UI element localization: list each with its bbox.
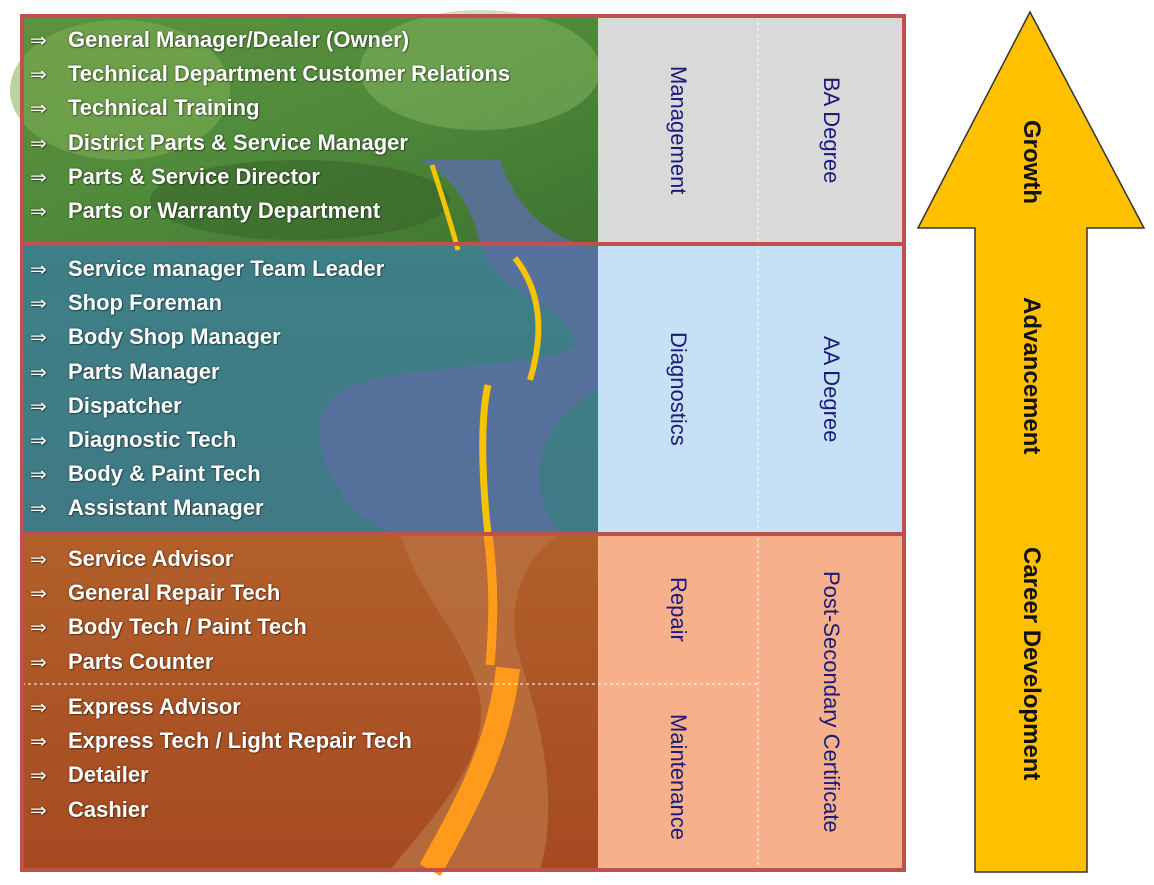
advancement-label: Advancement [1018,296,1045,454]
management-column-fill [598,16,904,244]
list-item: ⇒Cashier [30,795,149,825]
bullet-arrow-icon: ⇒ [30,549,47,571]
list-item: ⇒Express Advisor [30,692,241,722]
bullet-arrow-icon: ⇒ [30,167,47,189]
list-item: ⇒Technical Training [30,93,260,123]
list-item: ⇒General Repair Tech [30,578,280,608]
bullet-arrow-icon: ⇒ [30,259,47,281]
foliage-patch [10,20,230,160]
bullet-arrow-icon: ⇒ [30,765,47,787]
list-item: ⇒Dispatcher [30,391,182,421]
road-centerline [429,164,461,251]
bullet-arrow-icon: ⇒ [30,800,47,822]
repair-column-fill [598,534,904,870]
list-item: ⇒Body Shop Manager [30,322,281,352]
bullet-arrow-icon: ⇒ [30,201,47,223]
bullet-arrow-icon: ⇒ [30,293,47,315]
road-scenery [10,10,600,876]
aa-degree-label: AA Degree [819,335,844,443]
diagnostics-label: Diagnostics [666,332,691,446]
growth-arrow-labels: Growth Advancement Career Development [975,120,1087,780]
post-secondary-certificate-label: Post-Secondary Certificate [819,571,844,833]
list-item: ⇒Parts Manager [30,357,220,387]
repair-frame [20,532,906,872]
maintenance-label: Maintenance [666,714,691,840]
road-centerline [419,666,520,876]
road-surface-lower [390,534,560,870]
bullet-arrow-icon: ⇒ [30,617,47,639]
road-centerline [483,533,498,666]
repair-label: Repair [666,576,691,642]
list-item: ⇒Parts & Service Director [30,162,320,192]
list-item: ⇒Detailer [30,760,149,790]
list-item: ⇒Diagnostic Tech [30,425,236,455]
bullet-arrow-icon: ⇒ [30,64,47,86]
bullet-arrow-icon: ⇒ [30,327,47,349]
bullet-arrow-icon: ⇒ [30,464,47,486]
bullet-arrow-icon: ⇒ [30,731,47,753]
growth-label: Growth [1018,120,1045,204]
foliage-patch [150,160,450,240]
bullet-arrow-icon: ⇒ [30,583,47,605]
list-item: ⇒Body Tech / Paint Tech [30,612,307,642]
bullet-arrow-icon: ⇒ [30,133,47,155]
bullet-arrow-icon: ⇒ [30,396,47,418]
list-item: ⇒District Parts & Service Manager [30,128,408,158]
list-item: ⇒Service Advisor [30,544,234,574]
ba-degree-label: BA Degree [819,76,844,184]
bullet-arrow-icon: ⇒ [30,30,47,52]
list-item: ⇒Express Tech / Light Repair Tech [30,726,412,756]
growth-arrow-shape [916,10,1146,873]
foliage-patch [360,10,600,130]
road-centerline [512,256,542,381]
diagnostics-column-fill [598,244,904,534]
bullet-arrow-icon: ⇒ [30,498,47,520]
list-item: ⇒Technical Department Customer Relations [30,59,510,89]
road-centerline [479,384,492,535]
list-item: ⇒Parts Counter [30,647,213,677]
road-surface [319,160,598,534]
bullet-arrow-icon: ⇒ [30,652,47,674]
list-item: ⇒Assistant Manager [30,493,264,523]
list-item: ⇒Body & Paint Tech [30,459,261,489]
list-item: ⇒Parts or Warranty Department [30,196,380,226]
bullet-arrow-icon: ⇒ [30,430,47,452]
bullet-arrow-icon: ⇒ [30,98,47,120]
list-item: ⇒Shop Foreman [30,288,222,318]
list-item: ⇒Service manager Team Leader [30,254,384,284]
bullet-arrow-icon: ⇒ [30,362,47,384]
management-label: Management [666,65,691,195]
bullet-arrow-icon: ⇒ [30,697,47,719]
career-development-label: Career Development [1018,546,1045,780]
list-item: ⇒General Manager/Dealer (Owner) [30,25,409,55]
